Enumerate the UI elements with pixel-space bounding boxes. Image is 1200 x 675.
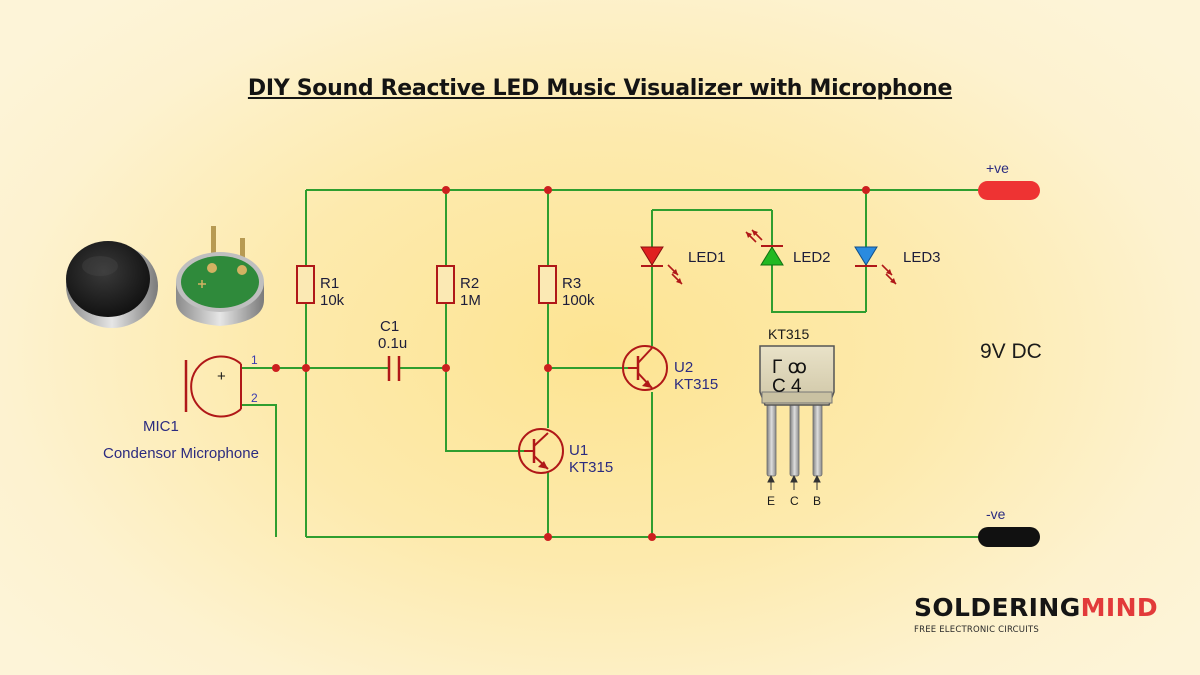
microphone-photo-front <box>66 241 158 328</box>
node <box>272 364 280 372</box>
node <box>442 186 450 194</box>
transistor-u2: U2 KT315 <box>622 345 718 393</box>
pinout-part-label: KT315 <box>768 326 809 342</box>
c1-value: 0.1u <box>378 335 407 352</box>
brand-name-part-a: SOLDERING <box>914 593 1081 622</box>
u1-part: KT315 <box>569 459 613 476</box>
positive-terminal: +ve <box>978 160 1040 200</box>
node <box>544 186 552 194</box>
supply-voltage-label: 9V DC <box>980 340 1042 363</box>
led3: LED3 <box>854 246 941 285</box>
wire-led2 <box>771 210 866 313</box>
microphone-photo-back <box>176 226 264 326</box>
wires <box>241 189 985 538</box>
junction-nodes <box>272 186 870 541</box>
led1-label: LED1 <box>688 249 726 266</box>
r2-ref: R2 <box>460 275 479 292</box>
pinout-marking-bottom: C 4 <box>772 376 802 397</box>
mic-description: Condensor Microphone <box>103 445 259 462</box>
node <box>544 364 552 372</box>
u2-ref: U2 <box>674 359 693 376</box>
pinout-leg-b <box>812 401 823 477</box>
resistor-r2: R2 1M <box>436 265 481 309</box>
u2-part: KT315 <box>674 376 718 393</box>
mic-pin1-label: 1 <box>251 353 258 367</box>
resistor-r1: R1 10k <box>296 265 345 309</box>
mic-pin2-label: 2 <box>251 391 258 405</box>
brand-name-part-b: MIND <box>1080 593 1159 622</box>
mic-plus-sign: + <box>217 368 226 385</box>
pin-label-b: B <box>813 494 821 508</box>
capacitor-c1: C1 0.1u <box>378 318 407 381</box>
led3-label: LED3 <box>903 249 941 266</box>
brand-name: SOLDERINGMIND <box>914 594 1158 622</box>
kt315-pinout: KT315 Г ꝏ C 4 E C B <box>759 326 835 508</box>
microphone-symbol: + 1 2 MIC1 Condensor Microphone <box>103 353 259 462</box>
node <box>442 364 450 372</box>
negative-terminal: -ve <box>978 506 1040 547</box>
node <box>302 364 310 372</box>
node <box>544 533 552 541</box>
pin-label-c: C <box>790 494 799 508</box>
u1-ref: U1 <box>569 442 588 459</box>
wire-r2-branch <box>445 190 524 452</box>
brand-tagline: FREE ELECTRONIC CIRCUITS <box>914 625 1039 635</box>
pinout-marking-top: Г ꝏ <box>772 357 807 378</box>
pinout-leg-c <box>789 401 800 477</box>
r1-value: 10k <box>320 292 345 309</box>
r3-value: 100k <box>562 292 595 309</box>
wire-mic-pin2 <box>241 404 277 537</box>
brand-logo: SOLDERINGMIND FREE ELECTRONIC CIRCUITS <box>914 594 1158 636</box>
led2-label: LED2 <box>793 249 831 266</box>
c1-ref: C1 <box>380 318 399 335</box>
led2: LED2 <box>745 229 831 266</box>
transistor-u1: U1 KT315 <box>518 428 613 476</box>
resistor-r3: R3 100k <box>538 265 595 309</box>
node <box>648 533 656 541</box>
pinout-leg-e <box>766 401 777 477</box>
negative-label: -ve <box>986 506 1006 522</box>
mic-ref: MIC1 <box>143 418 179 435</box>
r2-value: 1M <box>460 292 481 309</box>
positive-label: +ve <box>986 160 1009 176</box>
pin-label-e: E <box>767 494 775 508</box>
r1-ref: R1 <box>320 275 339 292</box>
node <box>862 186 870 194</box>
diagram-title: DIY Sound Reactive LED Music Visualizer … <box>247 76 953 101</box>
r3-ref: R3 <box>562 275 581 292</box>
led1: LED1 <box>640 246 726 285</box>
